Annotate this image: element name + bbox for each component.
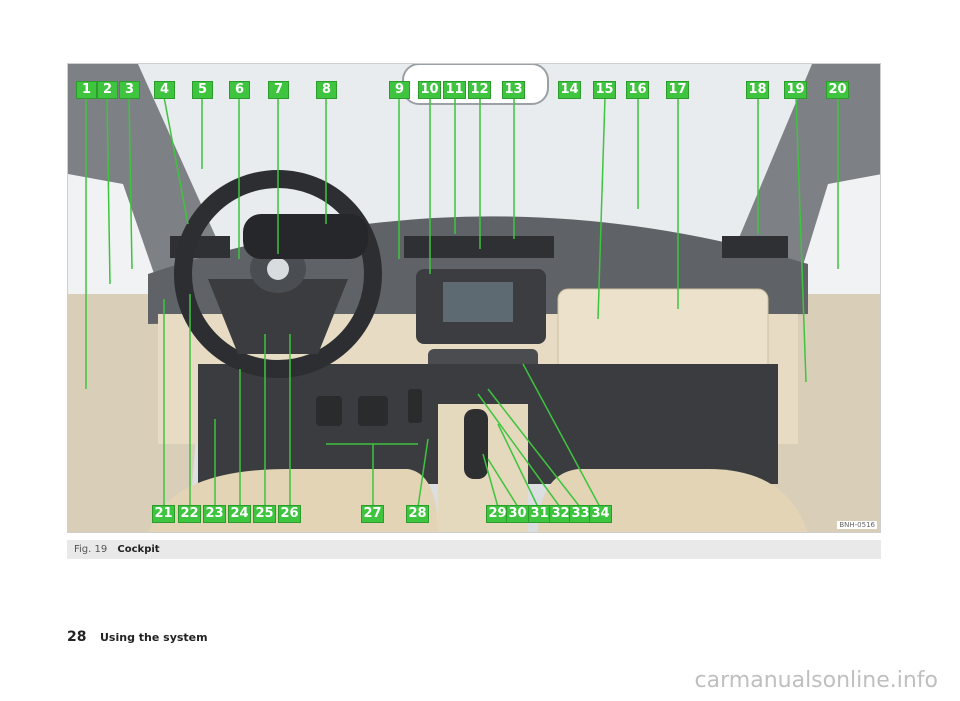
page-footer: 28 Using the system bbox=[67, 629, 208, 645]
watermark: carmanualsonline.info bbox=[694, 668, 938, 693]
callout-18: 18 bbox=[746, 81, 769, 99]
page-number: 28 bbox=[67, 629, 87, 645]
figure-title: Cockpit bbox=[117, 544, 160, 555]
callout-25: 25 bbox=[253, 505, 276, 523]
callout-24: 24 bbox=[228, 505, 251, 523]
callout-9: 9 bbox=[389, 81, 410, 99]
callout-30: 30 bbox=[506, 505, 529, 523]
callout-31: 31 bbox=[528, 505, 551, 523]
callout-11: 11 bbox=[443, 81, 466, 99]
callout-21: 21 bbox=[152, 505, 175, 523]
callout-6: 6 bbox=[229, 81, 250, 99]
figure-number: Fig. 19 bbox=[74, 544, 108, 555]
callout-4: 4 bbox=[154, 81, 175, 99]
callout-34: 34 bbox=[589, 505, 612, 523]
callout-14: 14 bbox=[558, 81, 581, 99]
callout-1: 1 bbox=[76, 81, 97, 99]
section-title: Using the system bbox=[99, 631, 208, 644]
callout-29: 29 bbox=[486, 505, 509, 523]
callout-26: 26 bbox=[278, 505, 301, 523]
callout-13: 13 bbox=[502, 81, 525, 99]
callout-2: 2 bbox=[97, 81, 118, 99]
callout-8: 8 bbox=[316, 81, 337, 99]
callout-10: 10 bbox=[418, 81, 441, 99]
cockpit-figure: 1 2 3 4 5 6 7 8 9 10 11 12 13 14 15 16 1… bbox=[67, 63, 881, 533]
callout-28: 28 bbox=[406, 505, 429, 523]
figure-caption: Fig. 19 Cockpit bbox=[67, 540, 881, 559]
callout-17: 17 bbox=[666, 81, 689, 99]
image-code: BNH-0516 bbox=[837, 521, 877, 529]
callout-22: 22 bbox=[178, 505, 201, 523]
callout-16: 16 bbox=[626, 81, 649, 99]
callout-32: 32 bbox=[549, 505, 572, 523]
callout-20: 20 bbox=[826, 81, 849, 99]
callout-27: 27 bbox=[361, 505, 384, 523]
callout-15: 15 bbox=[593, 81, 616, 99]
callout-23: 23 bbox=[203, 505, 226, 523]
callout-7: 7 bbox=[268, 81, 289, 99]
cockpit-illustration bbox=[68, 64, 880, 532]
callout-3: 3 bbox=[119, 81, 140, 99]
callout-33: 33 bbox=[569, 505, 592, 523]
callout-12: 12 bbox=[468, 81, 491, 99]
callout-19: 19 bbox=[784, 81, 807, 99]
callout-5: 5 bbox=[192, 81, 213, 99]
